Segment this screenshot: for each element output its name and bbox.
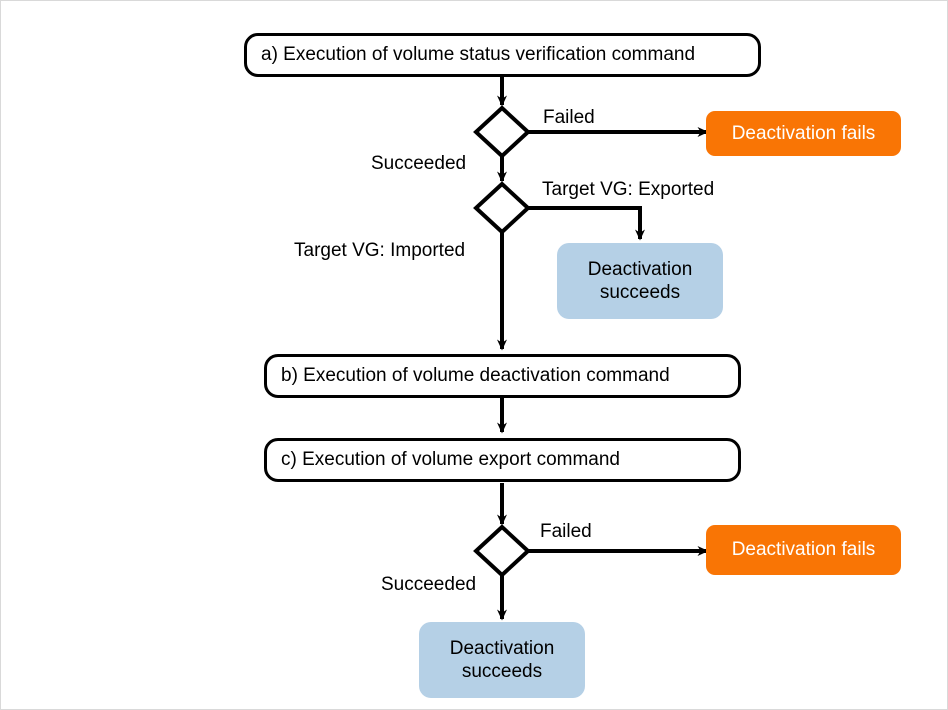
process-step-a[interactable]: a) Execution of volume status verificati…	[244, 33, 761, 77]
terminal-success-middle-line2: succeeds	[599, 282, 681, 303]
process-step-b-label: b) Execution of volume deactivation comm…	[281, 365, 670, 387]
edge-decision2-exported	[528, 206, 645, 241]
edge-label-failed-top: Failed	[543, 107, 595, 128]
process-step-b[interactable]: b) Execution of volume deactivation comm…	[264, 354, 741, 398]
terminal-deactivation-succeeds-middle[interactable]: Deactivation succeeds	[557, 243, 723, 319]
terminal-deactivation-fails-top[interactable]: Deactivation fails	[706, 111, 901, 156]
edge-label-target-vg-exported: Target VG: Exported	[542, 179, 715, 200]
terminal-success-bottom-line1: Deactivation	[449, 637, 555, 659]
edge-label-target-vg-imported: Target VG: Imported	[294, 240, 466, 261]
process-step-c-label: c) Execution of volume export command	[281, 449, 620, 471]
terminal-fail-top-label: Deactivation fails	[731, 122, 876, 144]
process-step-a-label: a) Execution of volume status verificati…	[261, 44, 696, 66]
vg-state-decision	[473, 181, 531, 235]
terminal-success-bottom-line2: succeeds	[461, 661, 543, 682]
edge-label-failed-bottom: Failed	[540, 521, 592, 542]
terminal-fail-bottom-label: Deactivation fails	[731, 539, 876, 561]
terminal-deactivation-fails-bottom[interactable]: Deactivation fails	[706, 525, 901, 575]
export-result-decision	[473, 524, 531, 578]
terminal-deactivation-succeeds-bottom[interactable]: Deactivation succeeds	[419, 622, 585, 698]
process-step-c[interactable]: c) Execution of volume export command	[264, 438, 741, 482]
status-check-decision	[473, 105, 531, 159]
edge-label-succeeded-top: Succeeded	[371, 153, 467, 174]
edge-label-succeeded-bottom: Succeeded	[381, 574, 477, 595]
terminal-success-middle-line1: Deactivation	[587, 258, 693, 280]
